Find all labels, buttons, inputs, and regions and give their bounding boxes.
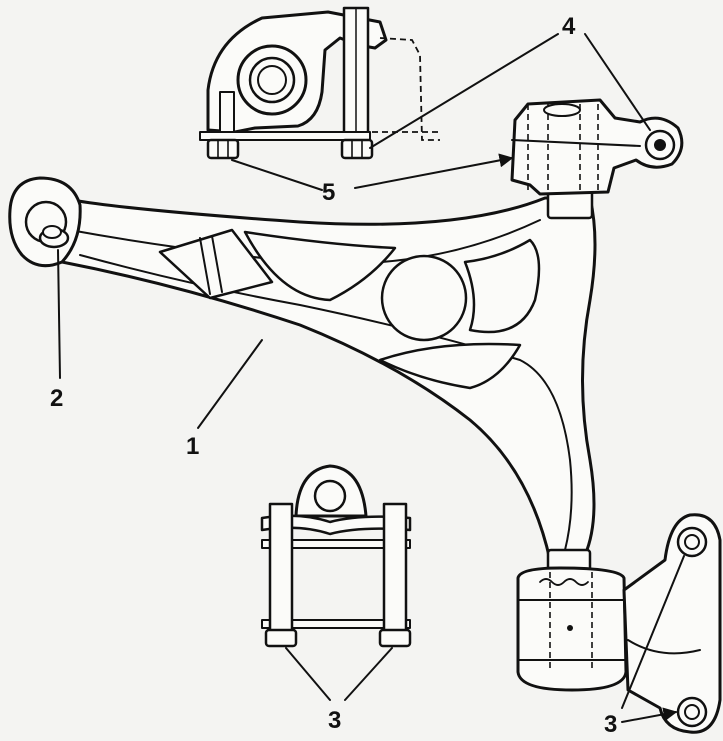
rear-bushing [516,513,722,734]
rear-bushing-section-inset [260,464,412,648]
callout-5: 5 [322,179,335,206]
front-bushing [510,98,684,220]
ball-joint [8,176,82,268]
control-arm [23,196,597,562]
callout-3-left: 3 [328,707,341,734]
leader-lines [57,33,685,723]
callout-1: 1 [186,433,199,460]
callout-4: 4 [562,13,576,40]
front-bushing-section-inset [199,6,440,160]
callout-3-right: 3 [604,711,617,738]
callout-2: 2 [50,385,63,412]
